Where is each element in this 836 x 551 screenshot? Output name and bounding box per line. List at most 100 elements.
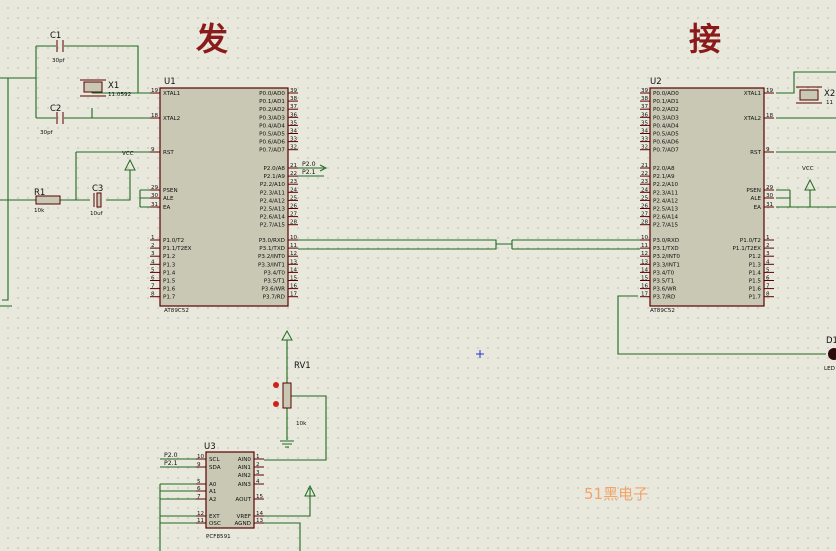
u1-pin-label: P3.7/RD xyxy=(263,295,285,301)
u1-pin-label: XTAL2 xyxy=(163,116,180,122)
u1-pin-number: 6 xyxy=(151,276,155,282)
u3-pin-number: 9 xyxy=(197,462,201,468)
u2-pin-label: P1.4 xyxy=(749,270,762,276)
u2-chip-body[interactable] xyxy=(649,87,765,307)
u1-pin-number: 15 xyxy=(290,276,298,282)
u2-pin-number: 29 xyxy=(766,185,774,191)
u2-pin-label: P3.5/T1 xyxy=(653,279,675,285)
u1-pin-number: 35 xyxy=(290,120,298,126)
x1-crystal-body[interactable] xyxy=(83,81,103,93)
u2-pin-label: P1.6 xyxy=(749,287,762,293)
c3-value-label: 10uf xyxy=(90,211,104,217)
u1-pin-number: 16 xyxy=(290,284,298,290)
rv1-decrease-button[interactable] xyxy=(273,401,279,407)
u3-pin-label: OSC xyxy=(209,521,221,527)
rv1-increase-button[interactable] xyxy=(273,382,279,388)
u2-pin-number: 32 xyxy=(641,145,648,151)
u1-pin-number: 12 xyxy=(290,251,297,257)
c3-ref-label: C3 xyxy=(92,184,103,194)
u1-pin-label: EA xyxy=(163,205,171,211)
u2-pin-number: 8 xyxy=(766,292,770,298)
x2-crystal-body[interactable] xyxy=(799,89,819,101)
c2-ref-label: C2 xyxy=(50,104,61,114)
u2-pin-number: 2 xyxy=(766,243,770,249)
net-label-p20-u1: P2.0 xyxy=(302,161,316,168)
u1-pin-label: P2.3/A11 xyxy=(260,190,286,196)
u1-pin-number: 10 xyxy=(290,235,298,241)
u3-pin-label: A1 xyxy=(209,489,217,495)
c1-value-label: 30pf xyxy=(52,58,66,64)
u1-pin-label: P0.7/AD7 xyxy=(259,148,285,154)
u1-pin-number: 5 xyxy=(151,267,155,273)
u2-pin-number: 34 xyxy=(641,129,649,135)
u2-pin-number: 27 xyxy=(641,212,649,218)
u1-pin-label: P2.4/A12 xyxy=(260,198,285,204)
u2-pin-number: 22 xyxy=(641,171,648,177)
u1-pin-label: P0.3/AD3 xyxy=(259,115,285,121)
u1-pin-label: P0.5/AD5 xyxy=(259,132,285,138)
u2-pin-label: P1.2 xyxy=(749,254,761,260)
u1-pin-label: P2.1/A9 xyxy=(263,174,285,180)
u2-pin-label: P1.1/T2EX xyxy=(733,246,762,252)
u1-pin-label: XTAL1 xyxy=(163,91,181,97)
u2-pin-number: 30 xyxy=(766,193,774,199)
u1-chip-body[interactable] xyxy=(159,87,289,307)
u1-pin-number: 23 xyxy=(290,179,298,185)
rv1-resistor-body[interactable] xyxy=(282,382,292,409)
u3-chip-body[interactable] xyxy=(205,451,255,529)
u2-pin-label: P1.5 xyxy=(749,279,762,285)
rv1-value-label: 10k xyxy=(296,421,307,427)
u3-pin-number: 14 xyxy=(256,511,264,517)
u2-pin-number: 4 xyxy=(766,259,770,265)
u1-pin-label: P3.2/INT0 xyxy=(258,254,285,260)
net-label-sda-u3: P2.1 xyxy=(164,460,178,467)
u1-pin-number: 11 xyxy=(290,243,298,249)
title-receive: 接 xyxy=(689,20,721,58)
u2-pin-label: P3.0/RXD xyxy=(653,238,679,244)
u2-pin-number: 12 xyxy=(641,251,648,257)
u2-pin-number: 14 xyxy=(641,267,649,273)
u1-pin-number: 24 xyxy=(290,187,298,193)
u1-pin-label: P2.6/A14 xyxy=(260,215,286,221)
x1-ref-label: X1 xyxy=(108,81,119,91)
u1-pin-label: PSEN xyxy=(163,188,178,194)
u1-pin-label: P1.4 xyxy=(163,270,176,276)
u2-pin-number: 6 xyxy=(766,276,770,282)
r1-resistor-body[interactable] xyxy=(35,195,61,205)
u1-pin-number: 21 xyxy=(290,163,298,169)
u1-pin-number: 38 xyxy=(290,96,298,102)
u1-pin-number: 7 xyxy=(151,284,155,290)
u1-pin-number: 18 xyxy=(151,113,159,119)
u3-pin-label: EXT xyxy=(209,514,220,520)
u2-pin-number: 28 xyxy=(641,220,649,226)
u2-pin-label: P2.3/A11 xyxy=(653,190,679,196)
u2-pin-number: 24 xyxy=(641,187,649,193)
u3-pin-label: A0 xyxy=(209,482,217,488)
u2-pin-number: 36 xyxy=(641,112,649,118)
u1-pin-label: ALE xyxy=(163,196,174,202)
u1-pin-number: 29 xyxy=(151,185,159,191)
vcc-arrow-u3 xyxy=(304,484,316,497)
u2-pin-number: 19 xyxy=(766,88,774,94)
rv1-ref-label: RV1 xyxy=(294,361,311,371)
u1-pin-label: P0.6/AD6 xyxy=(259,140,285,146)
u1-pin-label: P2.7/A15 xyxy=(260,223,286,229)
u2-pin-number: 25 xyxy=(641,195,649,201)
u2-pin-number: 39 xyxy=(641,88,649,94)
u1-pin-label: P1.0/T2 xyxy=(163,238,184,244)
u1-ref-label: U1 xyxy=(164,77,176,87)
u1-pin-label: P0.2/AD2 xyxy=(259,107,285,113)
u2-pin-label: P0.7/AD7 xyxy=(653,148,679,154)
u2-pin-number: 17 xyxy=(641,292,649,298)
u2-pin-label: P2.6/A14 xyxy=(653,215,679,221)
u2-pin-number: 5 xyxy=(766,267,770,273)
u2-pin-label: P0.6/AD6 xyxy=(653,140,679,146)
led-d1-body[interactable] xyxy=(828,348,836,360)
u2-pin-number: 21 xyxy=(641,163,649,169)
u2-pin-number: 16 xyxy=(641,284,649,290)
u3-pin-label: AIN1 xyxy=(238,465,252,471)
u1-pin-label: P1.5 xyxy=(163,279,176,285)
u2-pin-number: 11 xyxy=(641,243,649,249)
